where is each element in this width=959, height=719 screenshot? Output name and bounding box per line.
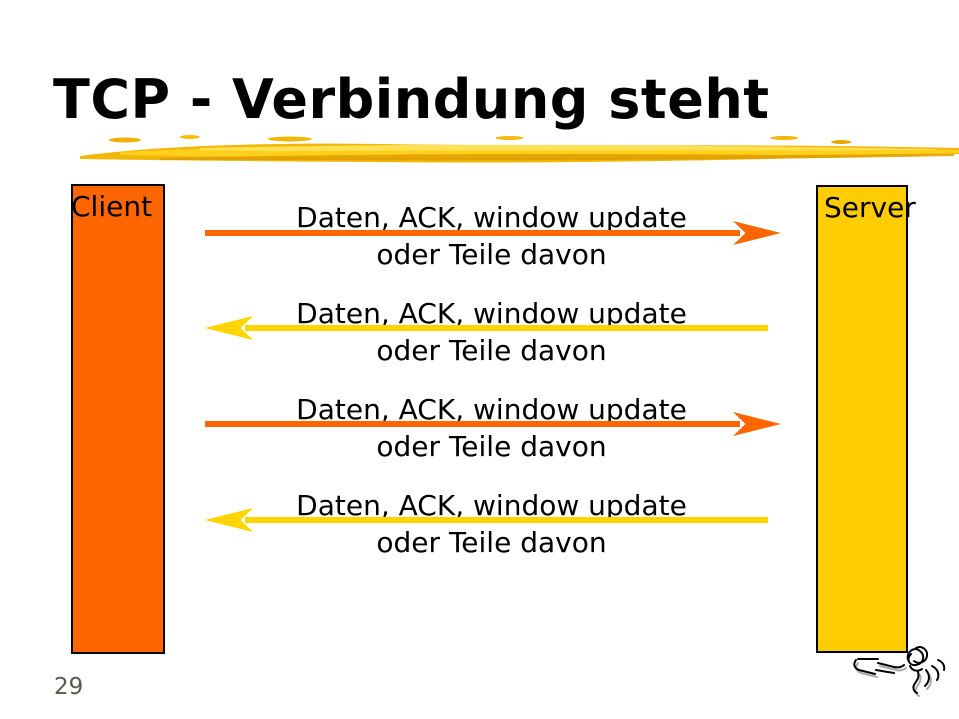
message-3-arrow-shaft <box>245 517 768 523</box>
message-2-line1: Daten, ACK, window update <box>296 393 687 426</box>
message-3-line1: Daten, ACK, window update <box>296 489 687 522</box>
slide-title: TCP - Verbindung steht <box>53 68 770 131</box>
client-node: Client <box>71 184 165 654</box>
page-number: 29 <box>54 674 84 700</box>
brush-stroke-underline <box>80 135 959 163</box>
message-3-line2: oder Teile davon <box>376 526 607 559</box>
message-0-line1: Daten, ACK, window update <box>296 201 687 234</box>
writing-hand-quill-icon <box>853 646 946 697</box>
message-0-line2: oder Teile davon <box>376 238 607 271</box>
server-node: Server <box>816 185 916 653</box>
message-1-arrow-shaft <box>245 325 768 331</box>
message-0-arrow-shaft <box>205 230 740 236</box>
message-2-arrow-shaft <box>205 421 740 427</box>
message-2-line2: oder Teile davon <box>376 430 607 463</box>
message-1-line2: oder Teile davon <box>376 334 607 367</box>
message-1-line1: Daten, ACK, window update <box>296 297 687 330</box>
client-label: Client <box>71 190 153 223</box>
server-label: Server <box>824 191 916 224</box>
